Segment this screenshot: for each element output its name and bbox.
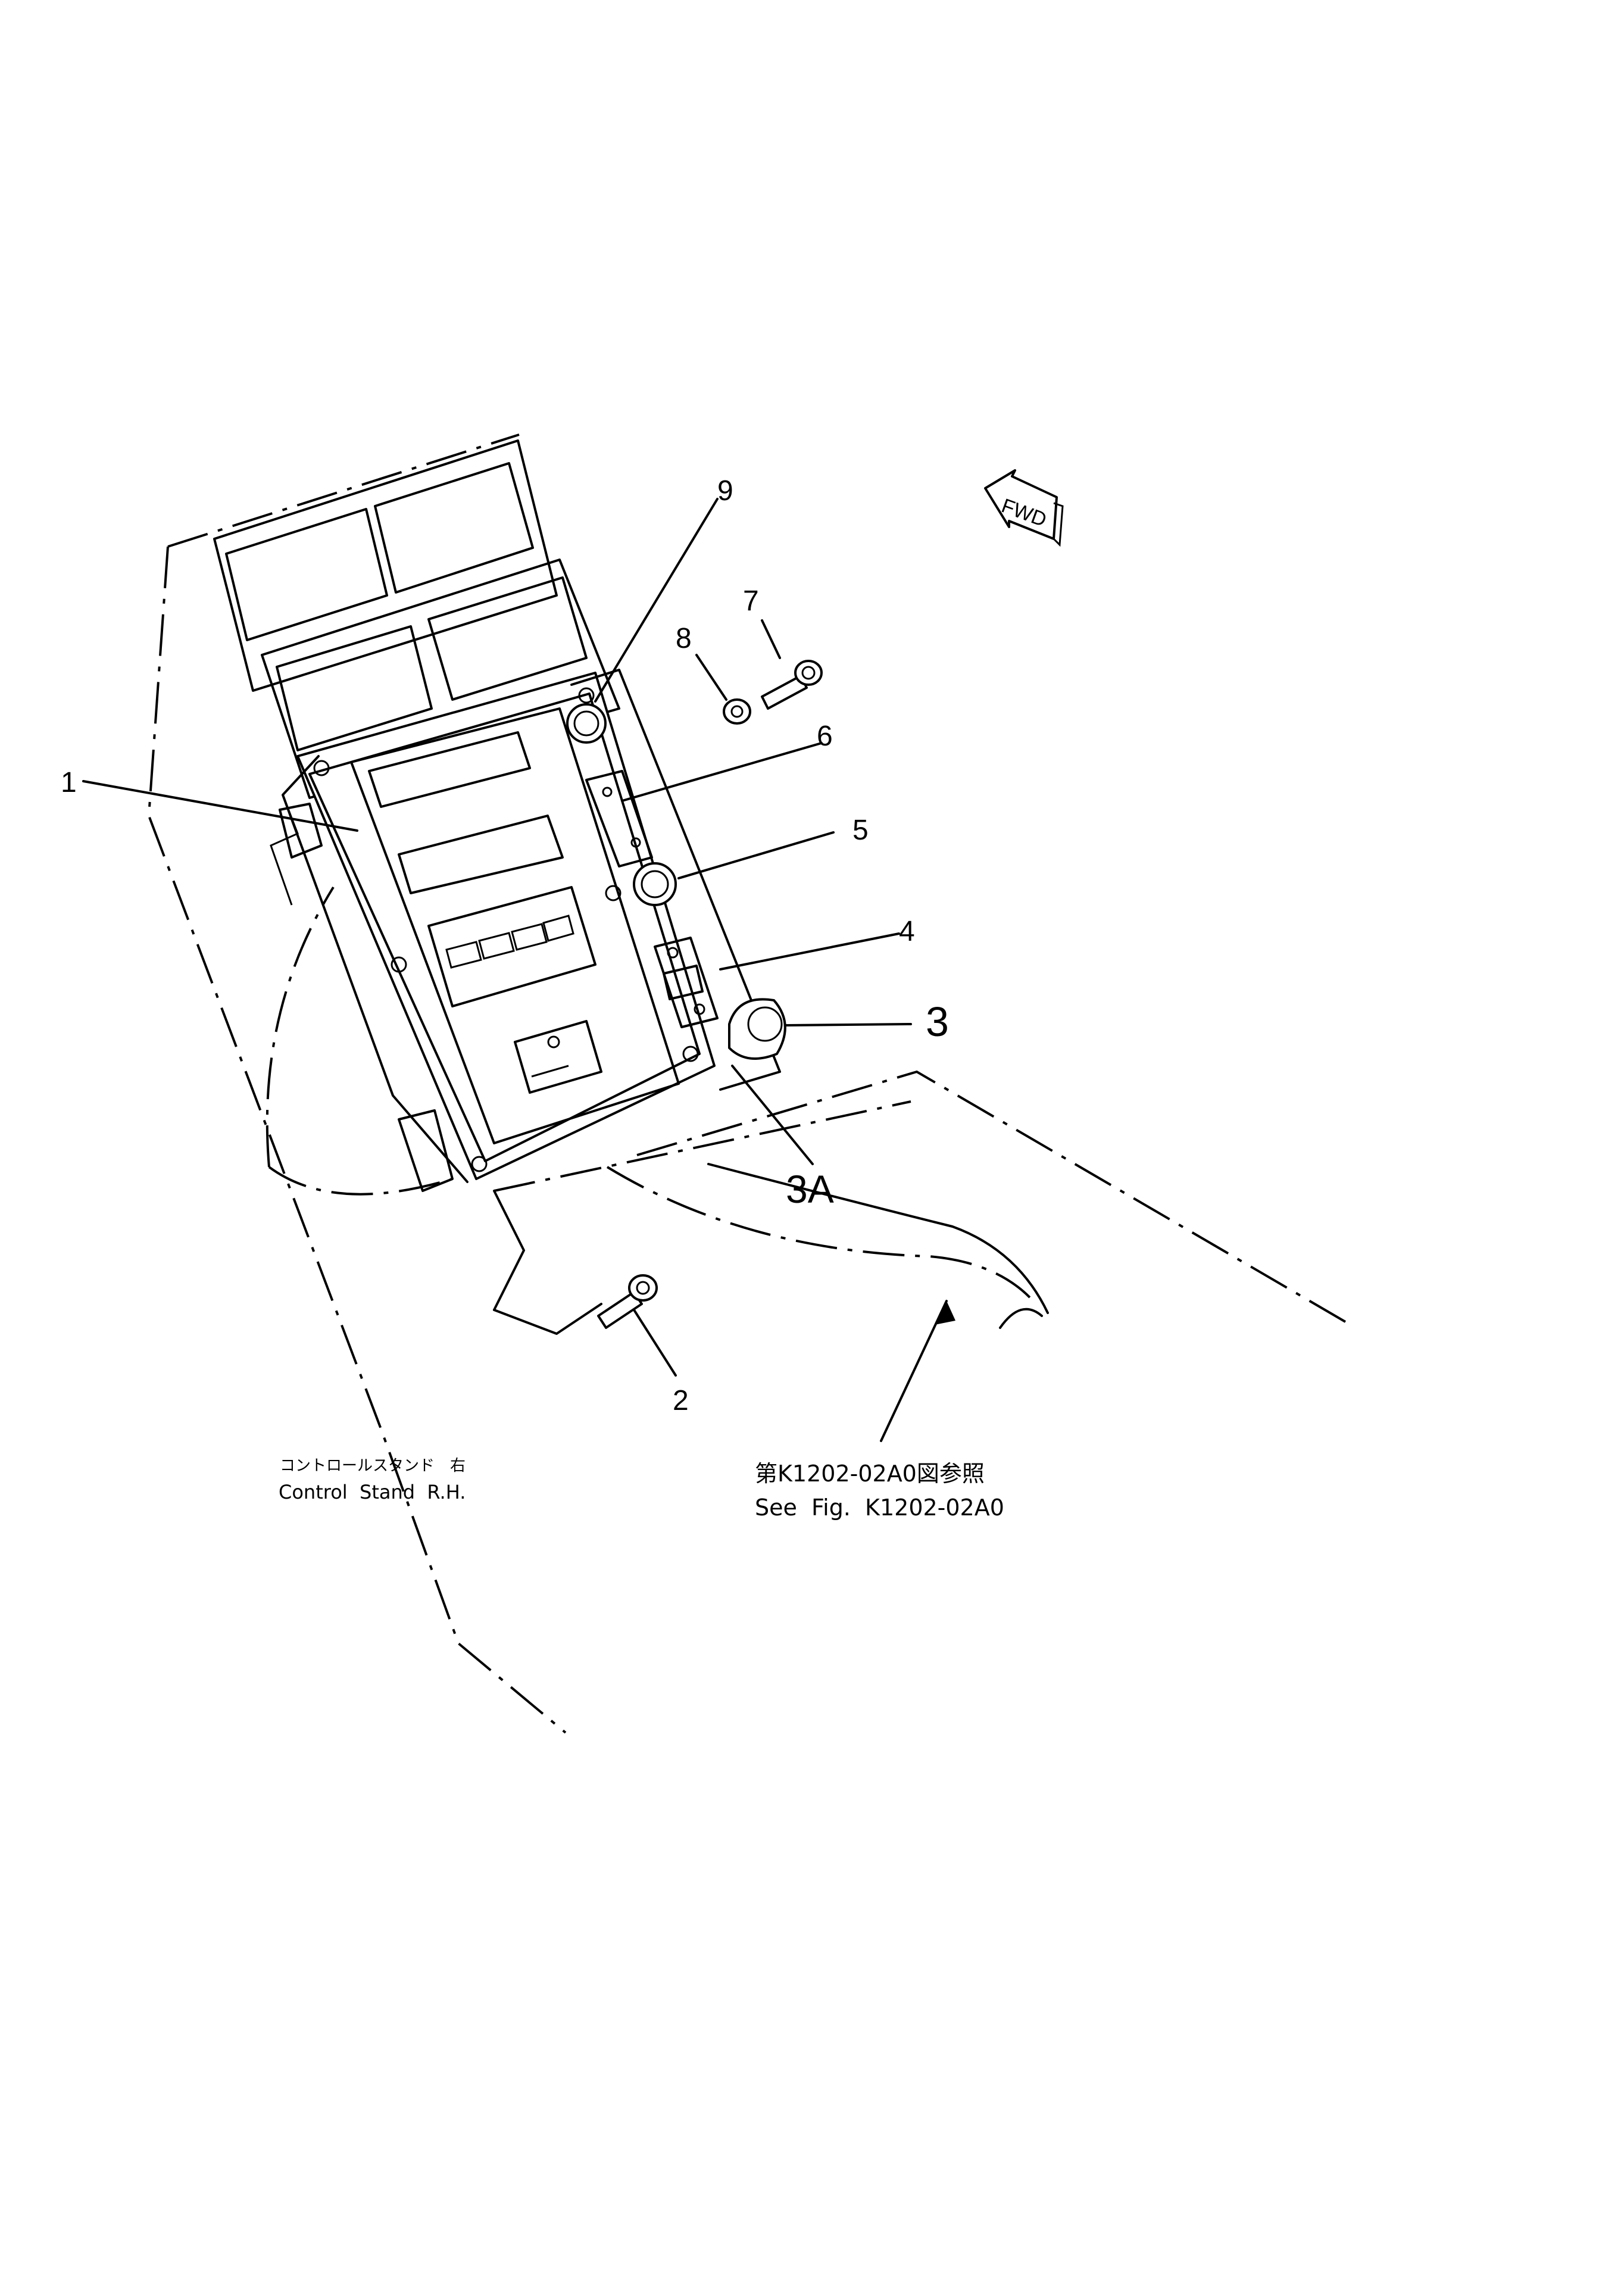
- caption-control-stand-jp: コントロールスタンド 右: [280, 1457, 466, 1475]
- fwd-arrow-icon: FWD: [984, 469, 1064, 547]
- monitor-panel: [270, 672, 716, 1192]
- callout-1: 1: [61, 767, 77, 798]
- callout-2: 2: [673, 1385, 689, 1416]
- wire-harness: [606, 1163, 1049, 1329]
- callout-3: 3: [926, 999, 949, 1045]
- callout-5: 5: [852, 815, 869, 846]
- callout-6: 6: [817, 720, 833, 752]
- caption-see-figure-jp: 第K1202-02A0図参照: [755, 1461, 985, 1487]
- callout-4: 4: [899, 916, 915, 947]
- caption-control-stand-en: Control Stand R.H.: [279, 1481, 466, 1503]
- gauge-window-cluster: [213, 439, 620, 799]
- callout-7: 7: [743, 585, 759, 617]
- control-stand-outline: [147, 433, 1347, 1734]
- callout-8: 8: [676, 623, 692, 654]
- caption-see-figure: 第K1202-02A0図参照 See Fig. K1202-02A0: [755, 1461, 1004, 1521]
- callout-9: 9: [717, 475, 733, 507]
- callout-3a: 3A: [786, 1167, 834, 1211]
- bolt-7: [761, 660, 823, 710]
- part-callouts: 1 2 3 3A 4 5 6 7 8 9: [61, 475, 949, 1416]
- caption-see-figure-en: See Fig. K1202-02A0: [755, 1494, 1004, 1521]
- bolt-2: [597, 1274, 658, 1329]
- washer-8: [723, 698, 751, 725]
- caption-control-stand: コントロールスタンド 右 Control Stand R.H.: [279, 1457, 466, 1503]
- leader-lines: [82, 498, 955, 1442]
- control-strip: [566, 669, 786, 1091]
